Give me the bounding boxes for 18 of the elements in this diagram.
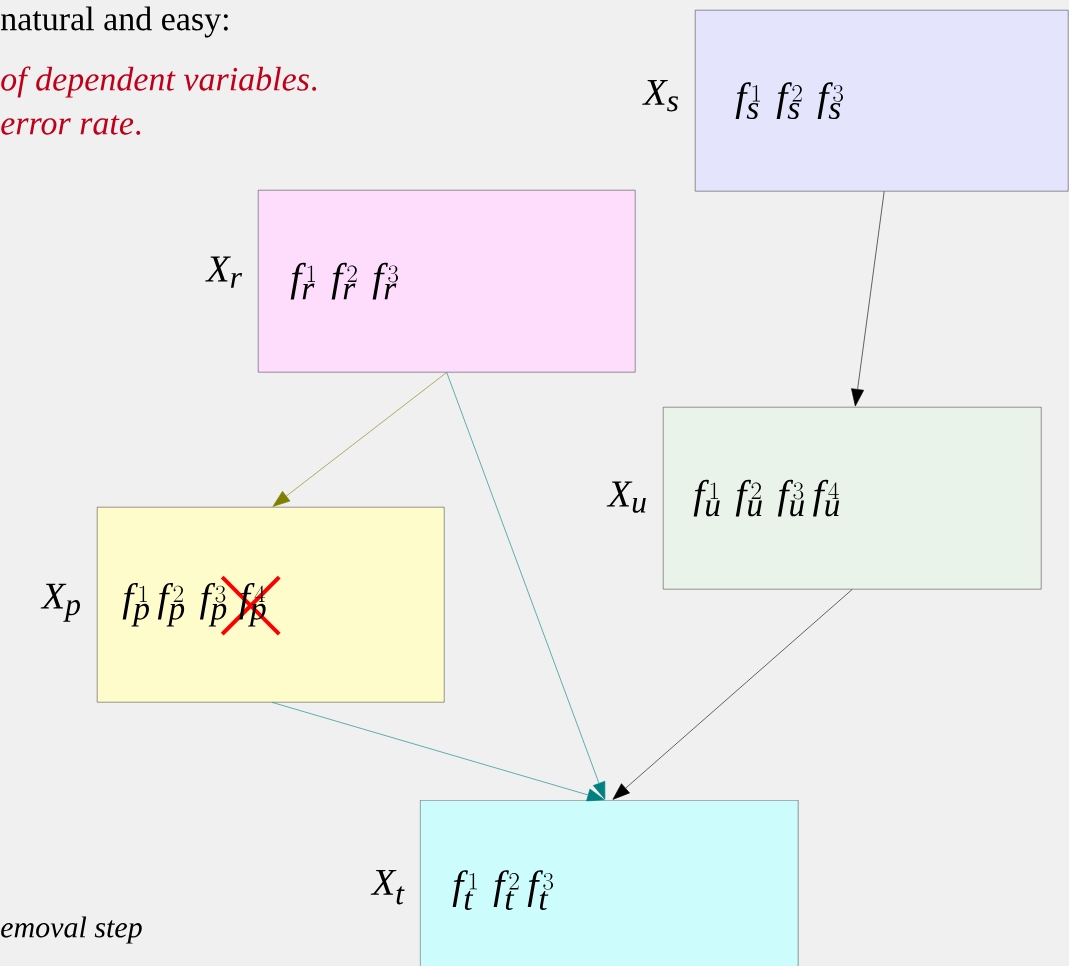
arrow (446, 372, 606, 800)
text-line: error rate. (1, 115, 141, 135)
arrow (271, 702, 605, 802)
arrow (851, 191, 885, 407)
variable-box: $f_t^{\,1}\;\;f_t^{\,2}\;f_t^{\,3}$ (420, 800, 799, 966)
variable-box: $f_u^{\,1}\;\;f_u^{\,2}\;\;f_u^{\,3}\;f_u^{\,4}$ (663, 407, 1042, 590)
variable-box: $f_s^{\,1}\;\;f_s^{\,2}\;\;f_s^{\,3}$ (695, 10, 1069, 192)
arrow (272, 372, 447, 507)
text-line: of dependent variables. (1, 66, 317, 98)
text-line: emoval step (1, 916, 142, 944)
variable-label: $X_t$ (370, 869, 405, 905)
variable-label: $X_r$ (205, 256, 243, 288)
variable-label: $X_u$ (606, 481, 646, 513)
text-line: natural and easy: (1, 6, 228, 38)
arrow (612, 589, 853, 800)
variable-label: $X_p$ (40, 583, 80, 622)
variable-box: $f_r^{\,1}\;\;f_r^{\,2}\;\;f_r^{\,3}$ (258, 190, 636, 373)
variable-label: $X_s$ (642, 79, 678, 112)
